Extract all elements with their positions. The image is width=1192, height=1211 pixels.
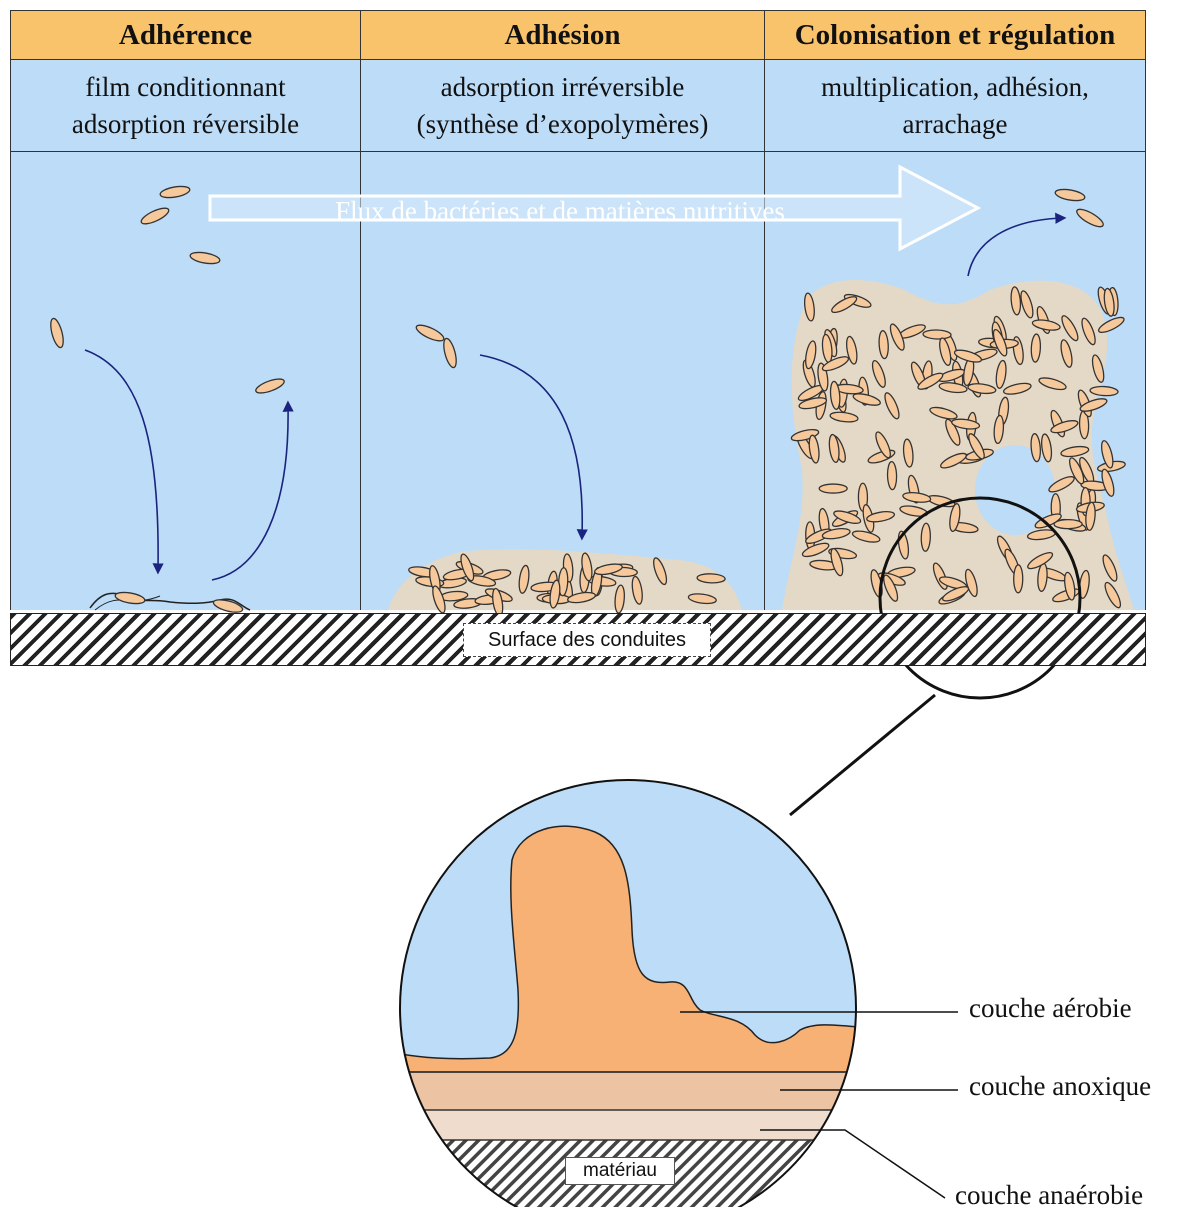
bacterium bbox=[1014, 565, 1023, 593]
material-label: matériau bbox=[565, 1157, 675, 1185]
zoom-view bbox=[390, 770, 870, 1207]
bacterium bbox=[887, 462, 897, 490]
bacterium bbox=[414, 322, 445, 344]
arrow-settle bbox=[480, 355, 582, 536]
flow-arrow-label: Flux de bactéries et de matières nutriti… bbox=[210, 196, 910, 227]
bacterium bbox=[1075, 206, 1106, 230]
surface-label: Surface des conduites bbox=[463, 623, 711, 657]
bacterium bbox=[819, 484, 847, 493]
arrow-up bbox=[212, 405, 288, 580]
bacterium bbox=[48, 317, 65, 349]
bacterium bbox=[441, 337, 458, 369]
magnifier-connector bbox=[790, 695, 935, 815]
layer-label-aerobic: couche aérobie bbox=[969, 993, 1132, 1024]
bacterium bbox=[254, 376, 286, 396]
arrow-down bbox=[85, 350, 158, 570]
arrow-detach bbox=[968, 218, 1062, 276]
bacterium bbox=[923, 329, 951, 339]
bacterium bbox=[114, 590, 145, 605]
bacterium bbox=[921, 523, 931, 551]
layer-label-anaerobic: couche anaérobie bbox=[955, 1180, 1143, 1211]
bacterium bbox=[159, 184, 190, 199]
bacterium bbox=[189, 250, 220, 265]
layer-label-anoxic: couche anoxique bbox=[969, 1071, 1151, 1102]
bacterium bbox=[139, 205, 170, 227]
bacterium bbox=[1054, 187, 1085, 202]
